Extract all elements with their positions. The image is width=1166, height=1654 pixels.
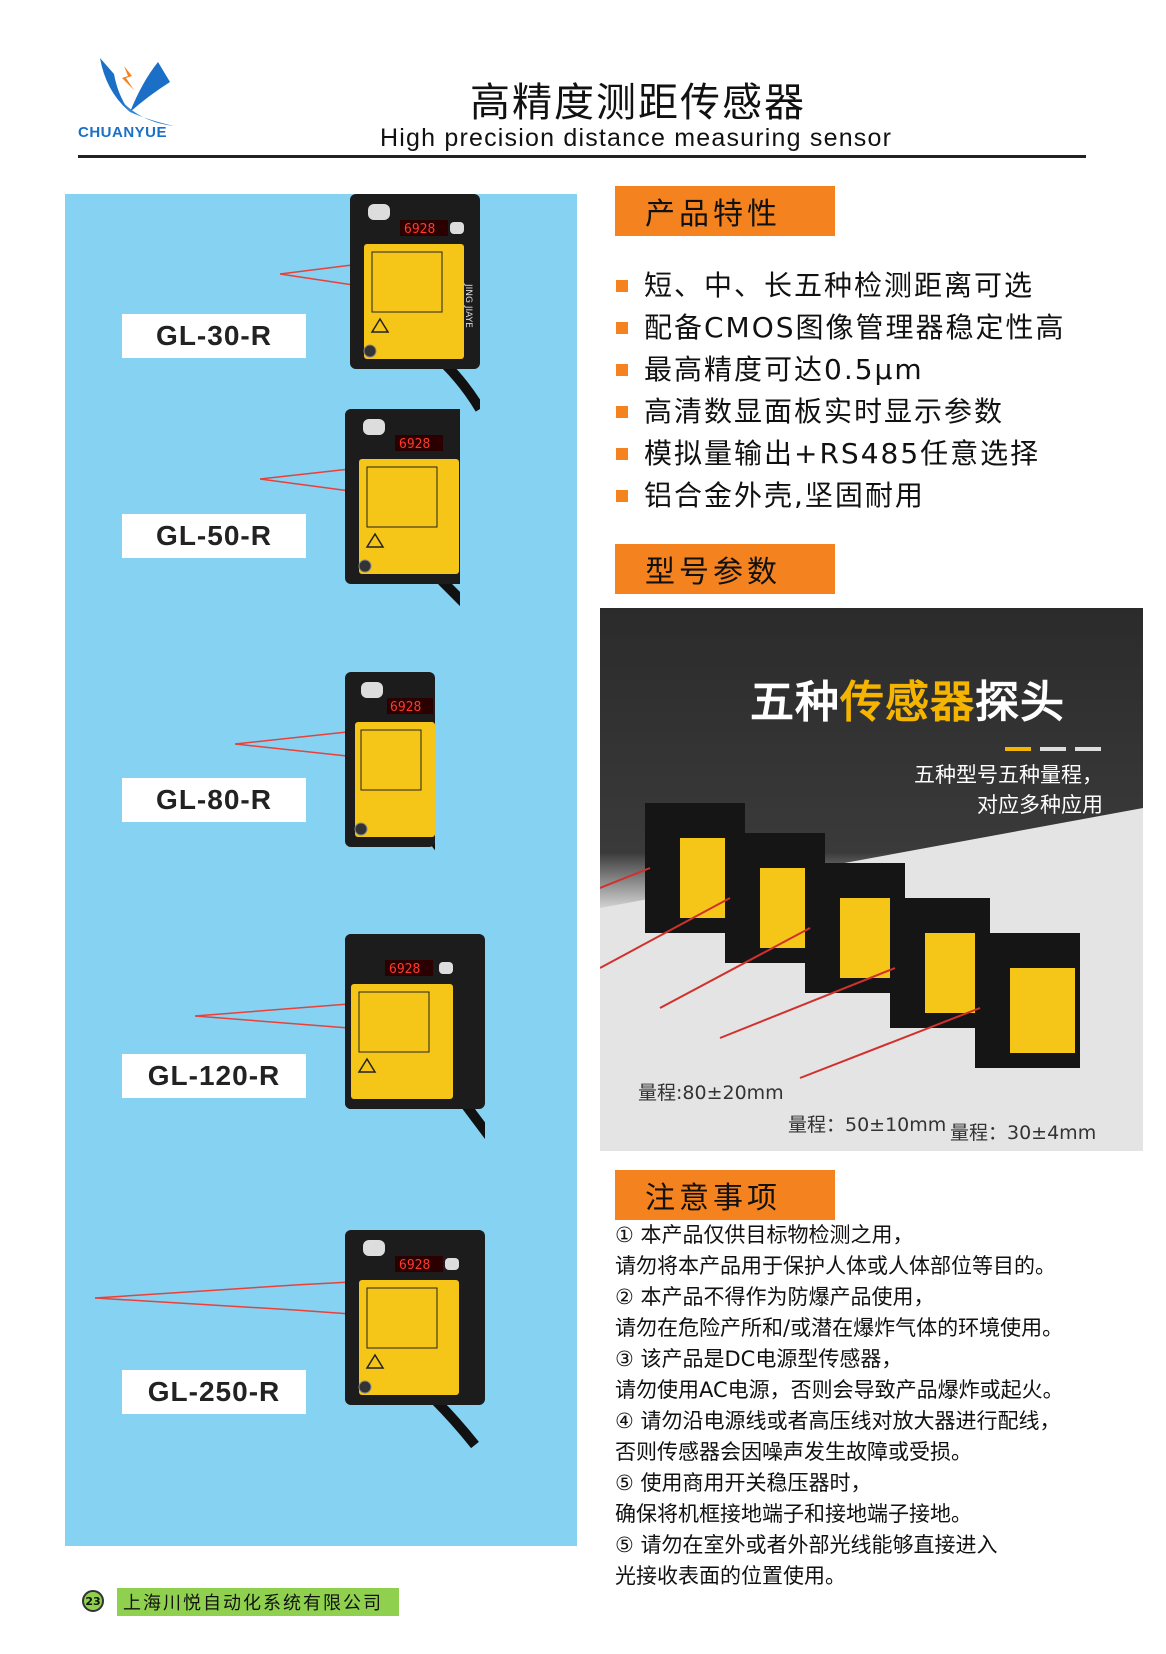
model-label-gl-30-r: GL-30-R <box>122 314 306 358</box>
header-divider <box>78 155 1086 158</box>
note-line: ⑤ 使用商用开关稳压器时， <box>615 1471 872 1495</box>
range-label-50: 量程：50±10mm <box>788 1114 947 1136</box>
svg-text:JING JIAYE: JING JIAYE <box>463 283 473 328</box>
model-label-gl-80-r: GL-80-R <box>122 778 306 822</box>
note-line: ② 本产品不得作为防爆产品使用， <box>615 1285 935 1309</box>
page-title: 高精度测距传感器 <box>470 80 806 126</box>
features-list: 短、中、长五种检测距离可选 配备CMOS图像管理器稳定性高 最高精度可达0.5μ… <box>612 265 1132 517</box>
photo-title-part2: 传感器 <box>840 677 975 728</box>
feature-item: 最高精度可达0.5μm <box>612 349 1132 391</box>
svg-text:6928: 6928 <box>399 1258 430 1273</box>
photo-subtitle-line1: 五种型号五种量程， <box>914 763 1103 787</box>
photo-title-part3: 探头 <box>975 677 1065 728</box>
note-line: 请勿使用AC电源，否则会导致产品爆炸或起火。 <box>615 1378 1064 1402</box>
model-label-gl-250-r: GL-250-R <box>122 1370 306 1414</box>
photo-subtitle-line2: 对应多种应用 <box>977 793 1103 817</box>
note-line: 确保将机框接地端子和接地端子接地。 <box>615 1502 972 1526</box>
sensor-image-gl-80: 6928 <box>235 672 435 851</box>
feature-item: 短、中、长五种检测距离可选 <box>612 265 1132 307</box>
photo-title-part1: 五种 <box>750 677 840 728</box>
page-subtitle: High precision distance measuring sensor <box>380 124 893 152</box>
sensor-image-gl-50: 6928 <box>260 409 460 607</box>
page-number: 23 <box>82 1590 104 1612</box>
feature-item: 配备CMOS图像管理器稳定性高 <box>612 307 1132 349</box>
features-heading: 产品特性 <box>615 186 835 236</box>
note-line: 光接收表面的位置使用。 <box>615 1564 846 1588</box>
feature-item: 铝合金外壳,坚固耐用 <box>612 475 1132 517</box>
svg-text:6928: 6928 <box>390 700 421 715</box>
sensor-image-gl-30: 6928 JING JIAYE <box>280 194 480 412</box>
chuanyue-logo-icon <box>100 58 174 126</box>
laser-beam-gl-250 <box>95 1284 295 1311</box>
company-name: 上海川悦自动化系统有限公司 <box>117 1588 399 1616</box>
sensor-body-gl-120: 6928 <box>345 934 485 1139</box>
svg-text:6928: 6928 <box>389 962 420 977</box>
model-label-gl-50-r: GL-50-R <box>122 514 306 558</box>
logo-text: CHUANYUE <box>78 124 168 141</box>
five-sensors-photo: 五种传感器探头 五种型号五种量程， 对应多种应用 量程:80±20mm 量程：5… <box>600 608 1143 1151</box>
params-heading: 型号参数 <box>615 544 835 594</box>
model-gallery-panel: 6928 JING JIAYE GL-30-R 6928 GL-50-R 692… <box>65 194 577 1546</box>
note-line: ① 本产品仅供目标物检测之用， <box>615 1223 914 1247</box>
note-line: ④ 请勿沿电源线或者高压线对放大器进行配线， <box>615 1409 1061 1433</box>
note-line: ⑤ 请勿在室外或者外部光线能够直接进入 <box>615 1533 998 1557</box>
notes-heading: 注意事项 <box>615 1170 835 1220</box>
feature-item: 高清数显面板实时显示参数 <box>612 391 1132 433</box>
svg-text:6928: 6928 <box>404 222 435 237</box>
range-label-80: 量程:80±20mm <box>638 1082 784 1104</box>
feature-item: 模拟量输出+RS485任意选择 <box>612 433 1132 475</box>
note-line: 否则传感器会因噪声发生故障或受损。 <box>615 1440 972 1464</box>
note-line: ③ 该产品是DC电源型传感器， <box>615 1347 903 1371</box>
svg-text:6928: 6928 <box>399 437 430 452</box>
model-label-gl-120-r: GL-120-R <box>122 1054 306 1098</box>
note-line: 请勿将本产品用于保护人体或人体部位等目的。 <box>615 1254 1056 1278</box>
note-line: 请勿在危险产所和/或潜在爆炸气体的环境使用。 <box>615 1316 1064 1340</box>
range-label-30: 量程：30±4mm <box>950 1122 1097 1144</box>
sensor-image-gl-250: 6928 <box>295 1230 485 1449</box>
notes-list: ① 本产品仅供目标物检测之用， 请勿将本产品用于保护人体或人体部位等目的。 ② … <box>615 1220 1155 1592</box>
photo-background <box>600 608 1143 1151</box>
